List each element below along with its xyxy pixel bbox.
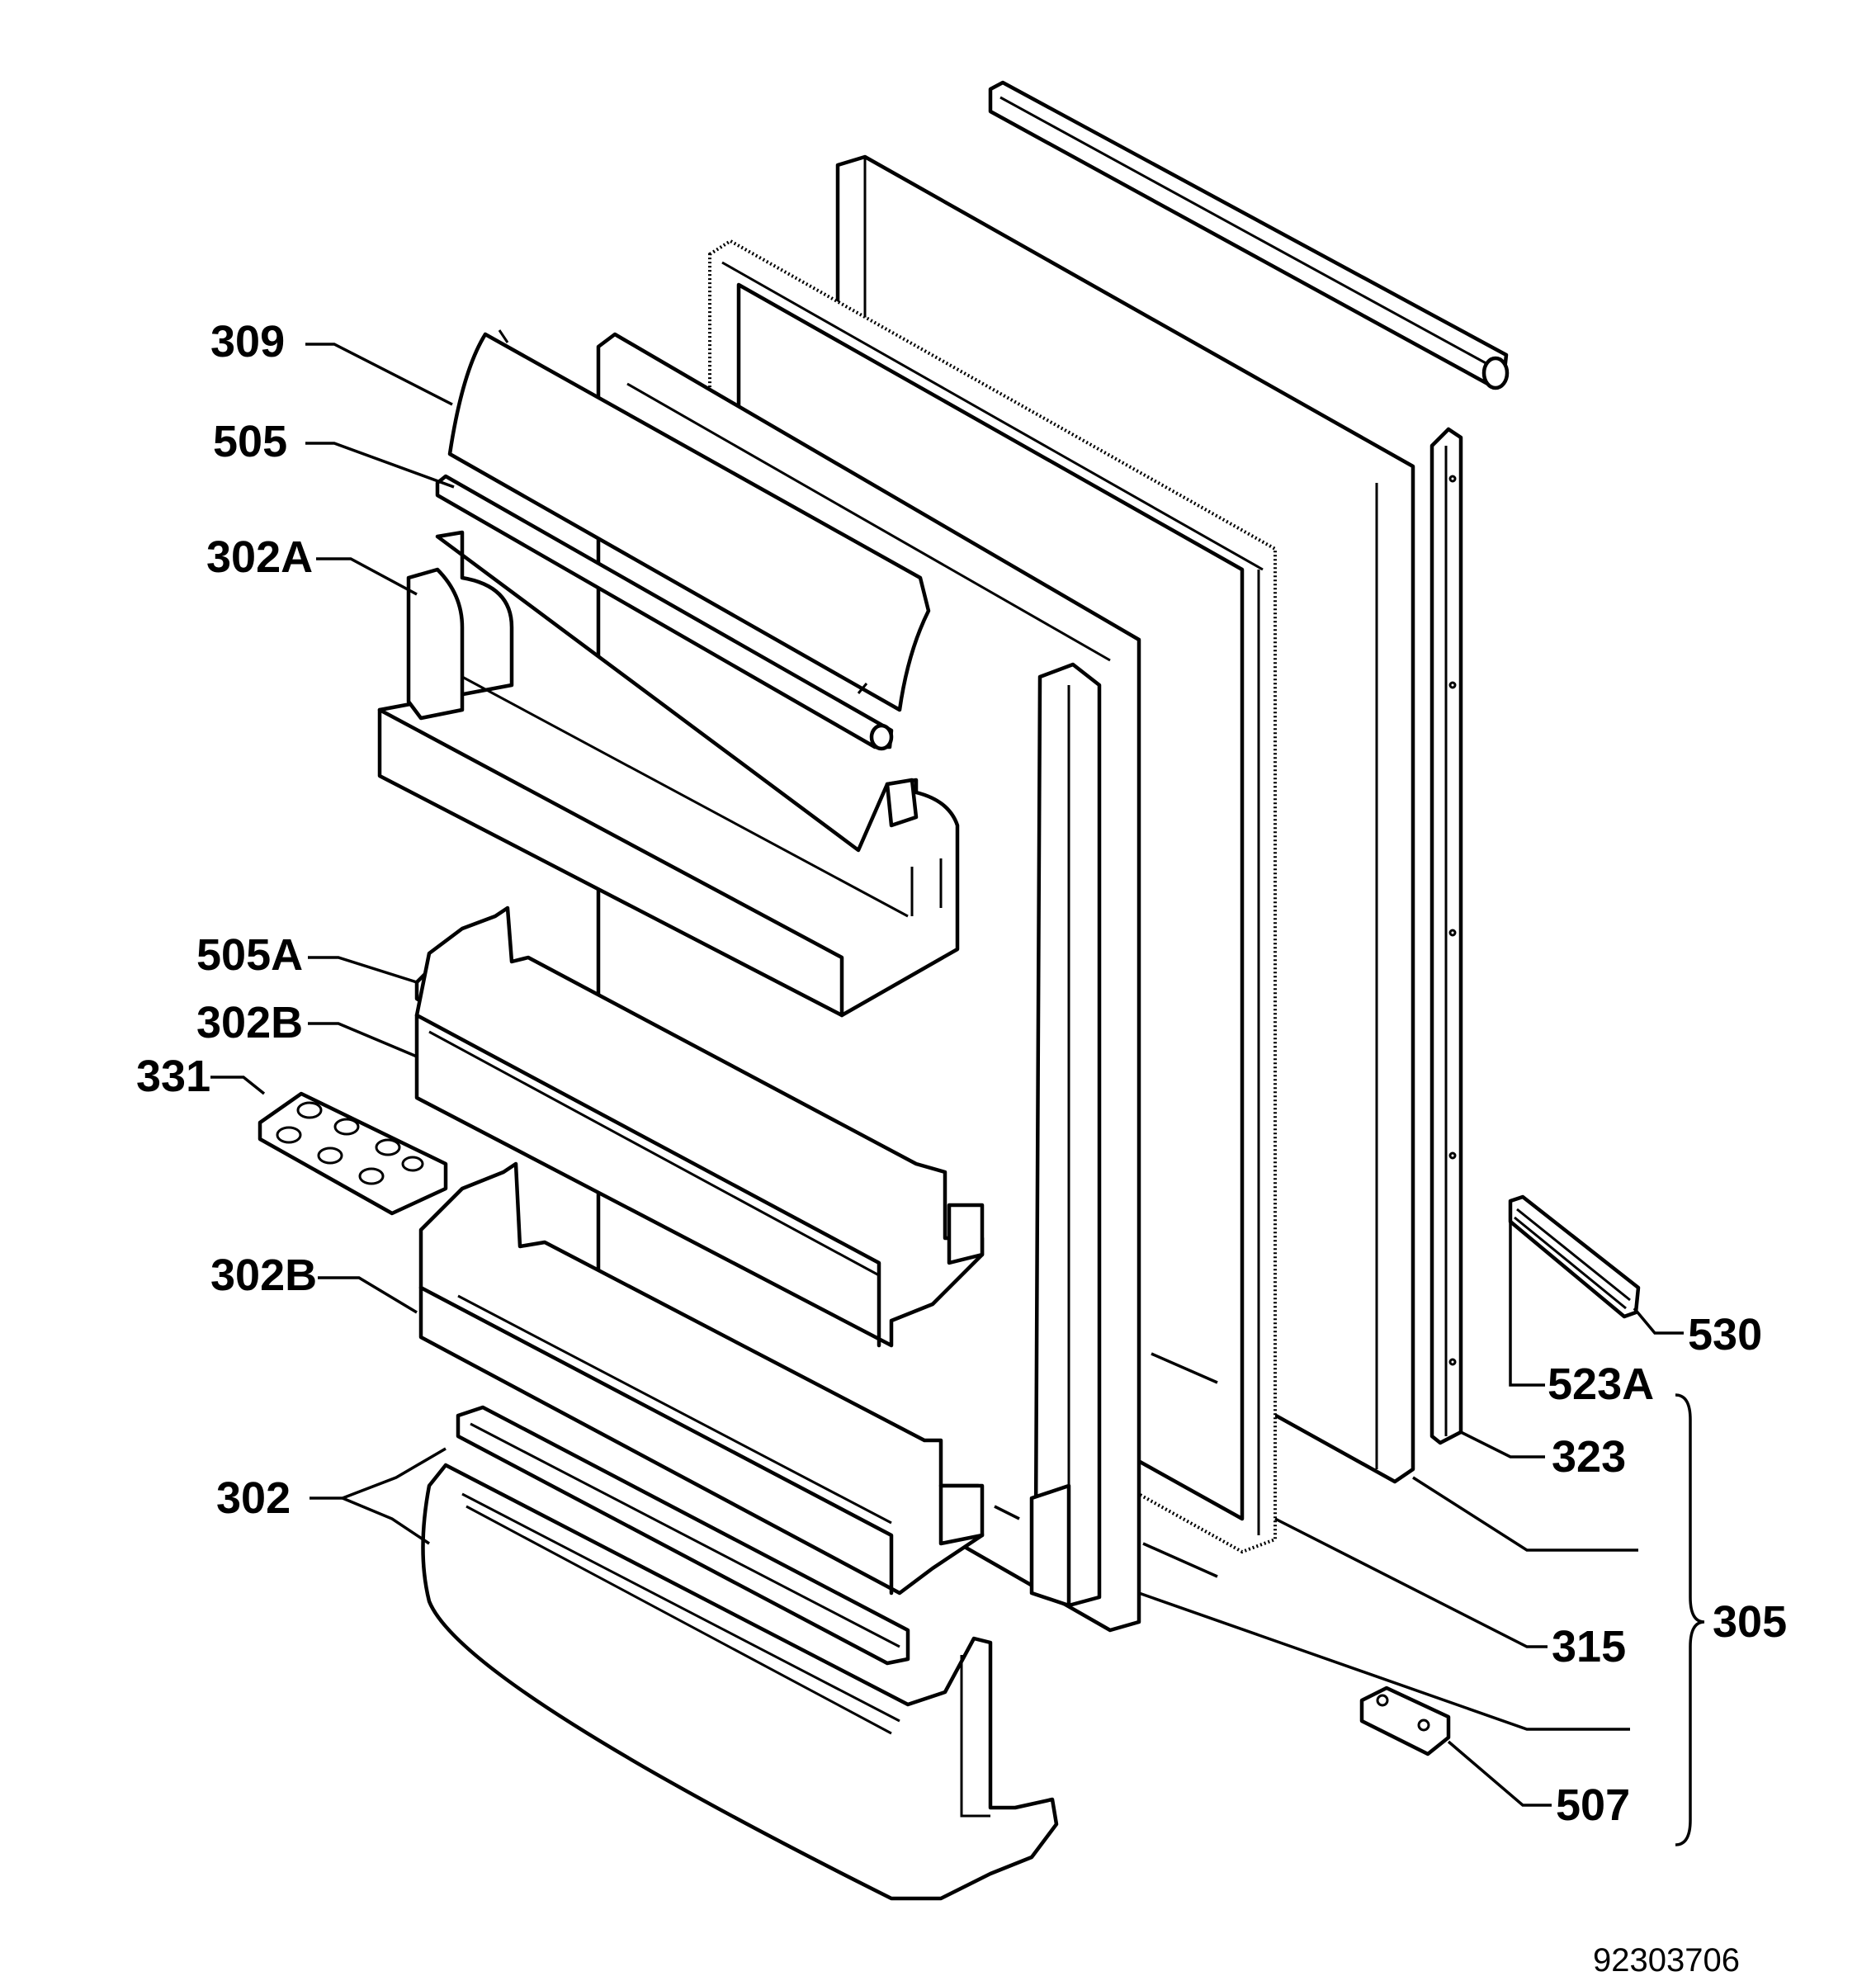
label-302A: 302A <box>206 532 313 582</box>
part-302A-shelf <box>377 530 960 1018</box>
part-331-egg-tray <box>258 1091 448 1216</box>
label-305: 305 <box>1713 1597 1787 1647</box>
brace-305 <box>1675 1393 1705 1846</box>
label-315: 315 <box>1552 1622 1626 1671</box>
label-309: 309 <box>210 317 285 366</box>
part-323-hinge-strip <box>1429 427 1463 1445</box>
label-505A: 505A <box>196 930 303 980</box>
label-302: 302 <box>216 1473 291 1523</box>
label-302B-upper: 302B <box>196 998 303 1047</box>
label-507: 507 <box>1556 1780 1630 1830</box>
part-302B-lower-shelf <box>418 1161 985 1596</box>
part-309-lid <box>447 329 931 712</box>
label-530: 530 <box>1688 1310 1762 1359</box>
label-331: 331 <box>136 1052 210 1101</box>
leader-lines <box>210 343 1684 1807</box>
label-302B-lower: 302B <box>210 1251 317 1300</box>
part-302-bottle-shelf <box>421 1405 1059 1901</box>
document-number: 92303706 <box>1593 1942 1740 1979</box>
part-507-bracket <box>1359 1686 1451 1756</box>
label-505: 505 <box>213 417 287 466</box>
label-323: 323 <box>1552 1432 1626 1482</box>
part-530-hinge-part <box>1508 1194 1641 1319</box>
part-505-rail <box>435 474 894 751</box>
part-523A-top-strip <box>988 80 1510 390</box>
label-523A: 523A <box>1548 1359 1654 1409</box>
part-302B-upper-shelf <box>414 905 985 1348</box>
